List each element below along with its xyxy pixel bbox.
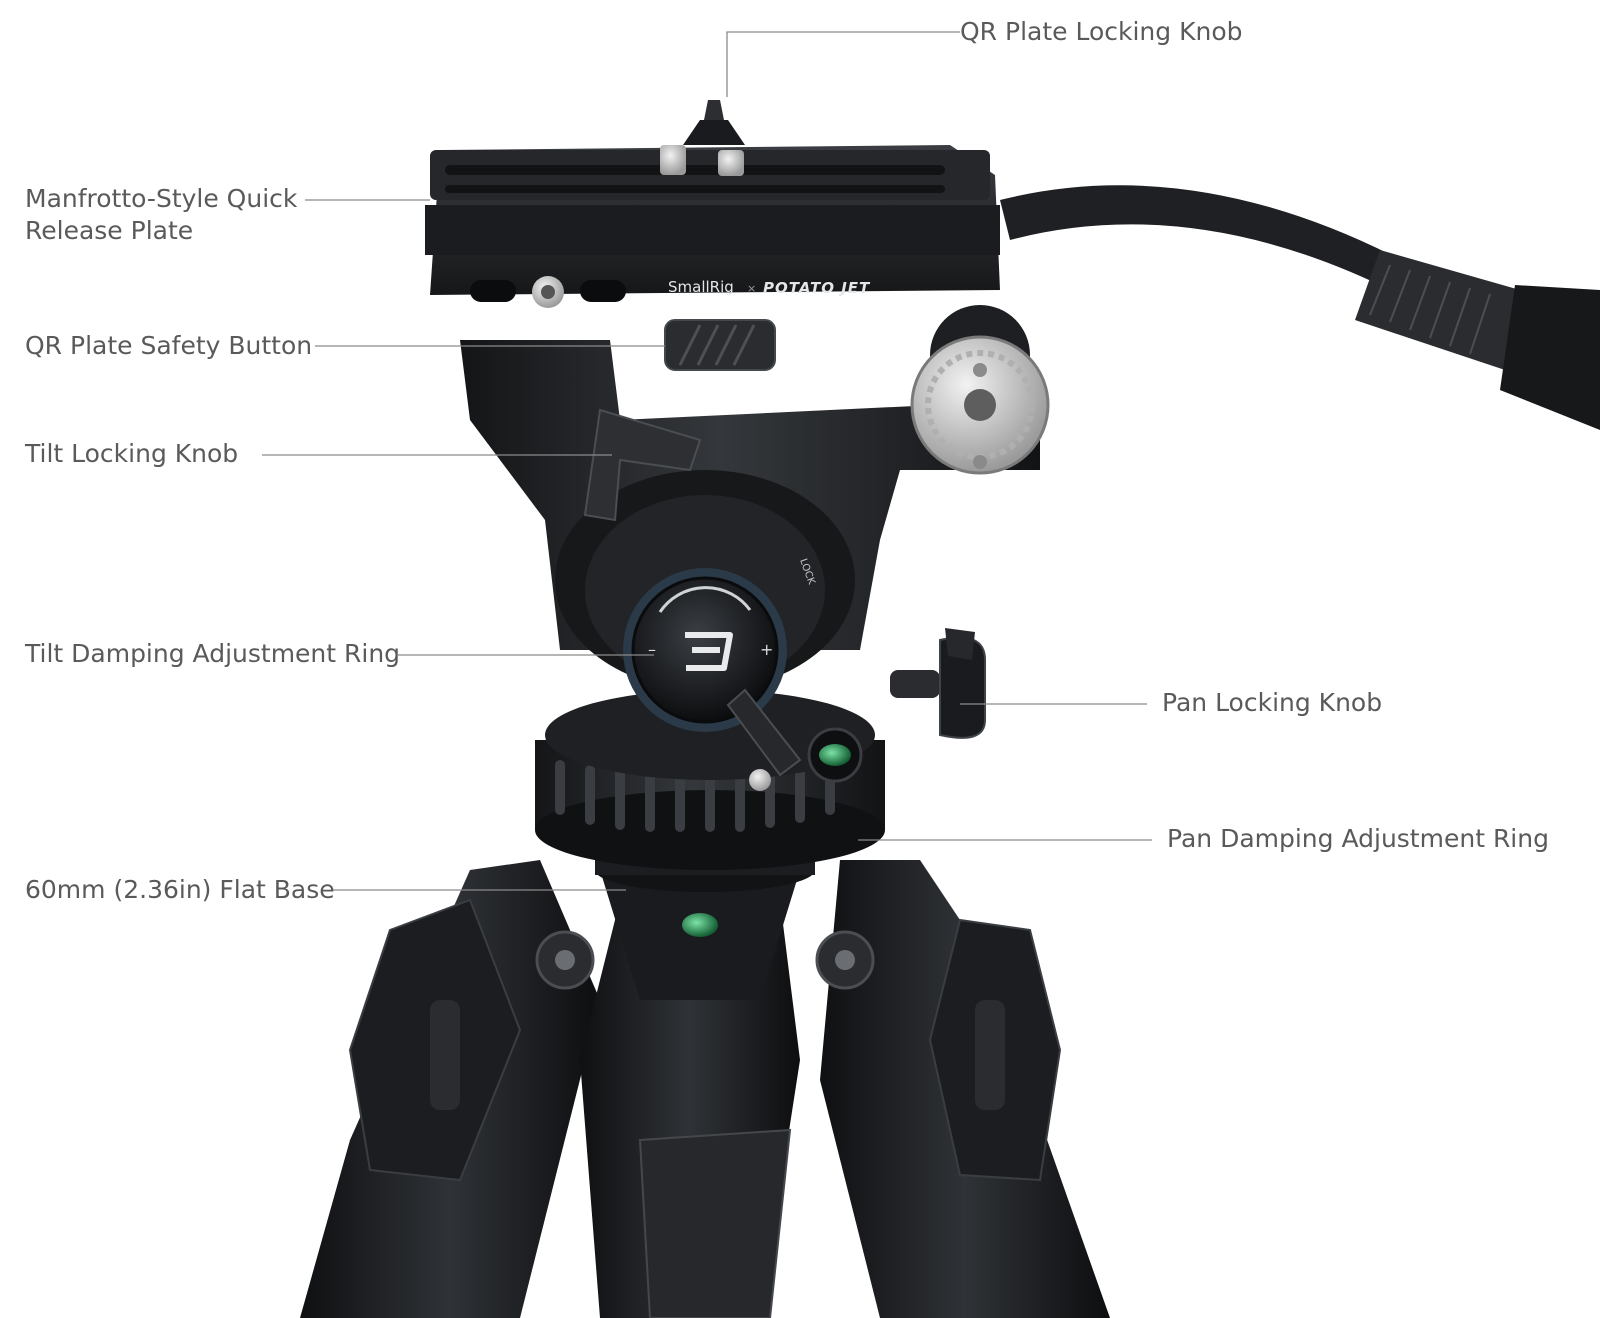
dial-minus-marking: – [648, 640, 656, 659]
label-text: QR Plate Locking Knob [960, 17, 1243, 46]
label-text: 60mm (2.36in) Flat Base [25, 875, 335, 904]
label-text-line1: Manfrotto-Style Quick [25, 184, 298, 213]
tripod-legs [300, 860, 1110, 1318]
brand-separator: × [747, 282, 756, 295]
label-text: Tilt Damping Adjustment Ring [25, 639, 401, 668]
label-quick-release-plate: Manfrotto-Style Quick Release Plate [25, 183, 297, 247]
label-text: Pan Locking Knob [1162, 688, 1383, 717]
pan-handle [1000, 185, 1600, 430]
label-pan-damping-adjustment-ring: Pan Damping Adjustment Ring [1167, 823, 1549, 855]
collab-marking: POTATO JET [763, 279, 871, 297]
label-text-line2: Release Plate [25, 216, 194, 245]
brand-logo-icon [685, 632, 733, 671]
counterbalance-dial [910, 305, 1050, 475]
dial-plus-marking: + [760, 640, 773, 659]
label-pan-locking-knob: Pan Locking Knob [1162, 687, 1382, 719]
label-qr-plate-safety-button: QR Plate Safety Button [25, 330, 312, 362]
brand-marking: SmallRig [668, 278, 734, 296]
pan-locking-knob-graphic [890, 628, 986, 739]
tilt-housing: – + LOCK [460, 340, 1040, 777]
label-tilt-damping-adjustment-ring: Tilt Damping Adjustment Ring [25, 638, 400, 670]
label-tilt-locking-knob: Tilt Locking Knob [25, 438, 238, 470]
label-flat-base: 60mm (2.36in) Flat Base [25, 874, 335, 906]
quick-release-plate-graphic: SmallRig × POTATO JET [425, 100, 1000, 371]
label-text: Tilt Locking Knob [25, 439, 239, 468]
label-qr-plate-locking-knob: QR Plate Locking Knob [960, 16, 1242, 48]
leader-lines [262, 31, 1152, 891]
label-text: Pan Damping Adjustment Ring [1167, 824, 1549, 853]
label-text: QR Plate Safety Button [25, 331, 313, 360]
